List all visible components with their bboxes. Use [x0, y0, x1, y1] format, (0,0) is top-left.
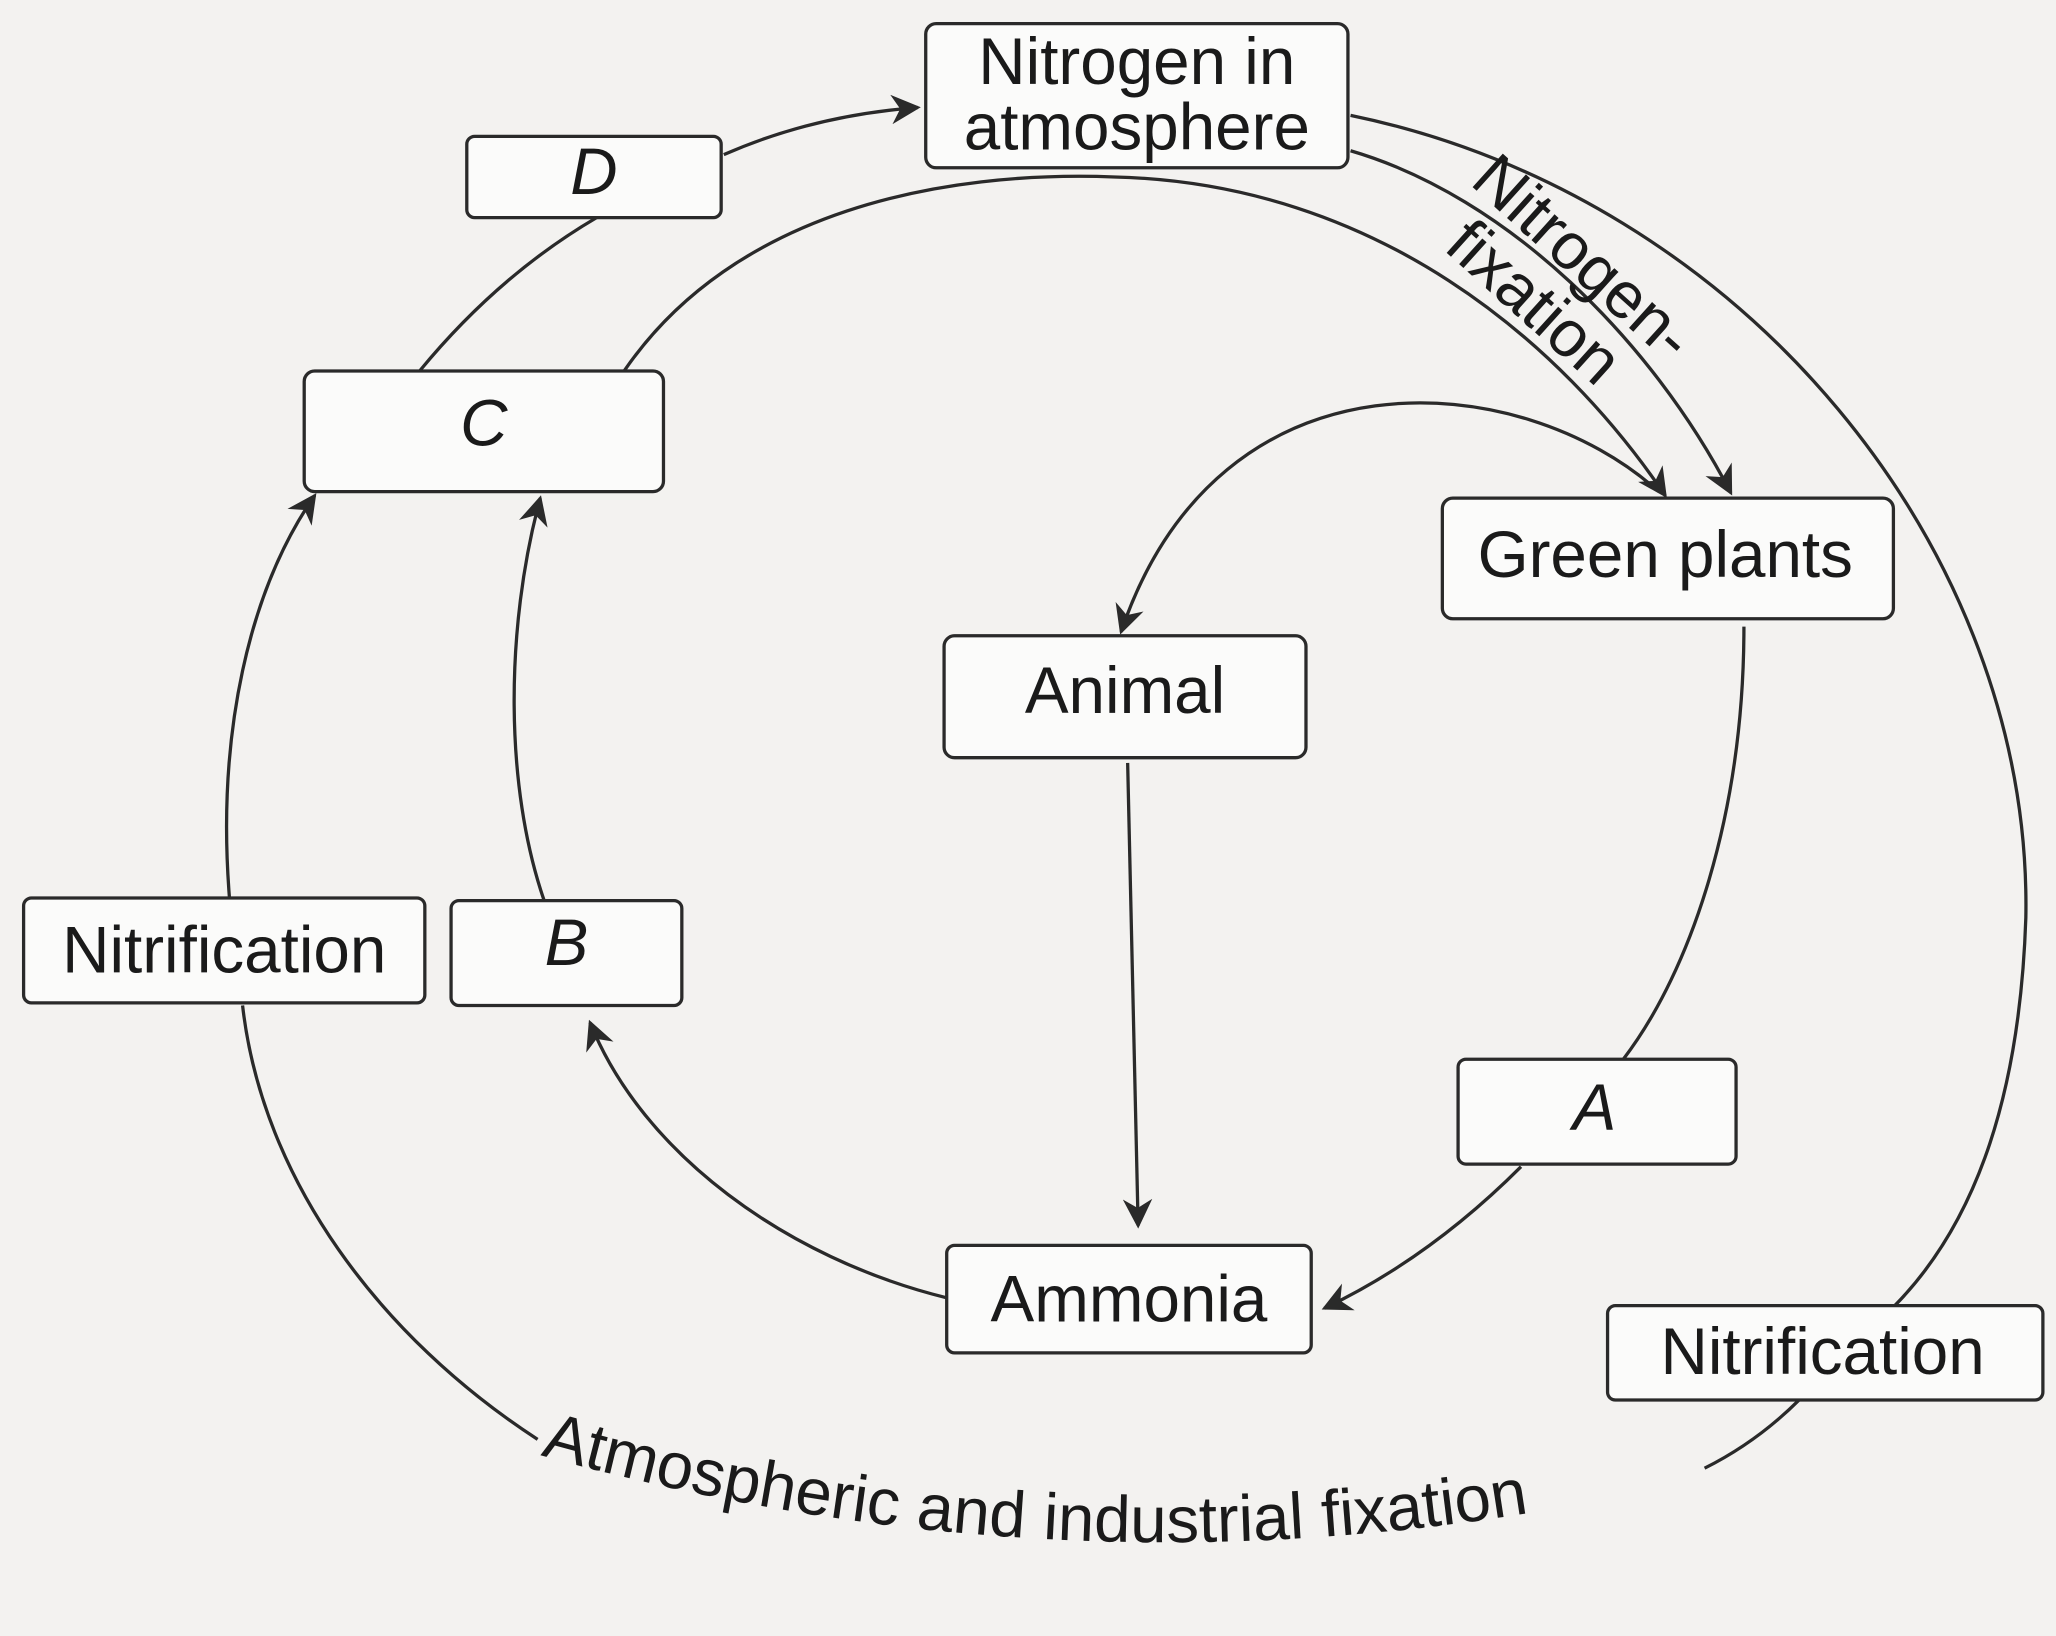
- edge-fixation-to-nitrification-left: [240, 1005, 539, 1441]
- svg-text:C: C: [460, 387, 508, 460]
- edge-green-plants-to-animal: [1115, 401, 1660, 635]
- edge-green-plants-to-a: [1621, 626, 1746, 1061]
- svg-text:atmosphere: atmosphere: [964, 90, 1310, 163]
- svg-text:D: D: [570, 135, 617, 208]
- edge-ammonia-to-b: [586, 1019, 948, 1300]
- node-nitrogen-in-atmosphere: Nitrogen in atmosphere: [924, 21, 1350, 170]
- node-a: A: [1456, 1057, 1738, 1166]
- edge-atmosphere-outer-to-nitrification: [1350, 113, 2028, 1307]
- svg-text:Nitrogen in: Nitrogen in: [978, 25, 1295, 98]
- node-animal: Animal: [942, 634, 1308, 760]
- edge-d-to-atmosphere: [723, 94, 921, 157]
- edge-a-to-ammonia: [1321, 1165, 1523, 1311]
- node-nitrification-left: Nitrification: [21, 896, 427, 1005]
- edge-animal-to-ammonia: [1122, 762, 1153, 1229]
- svg-text:B: B: [545, 906, 589, 979]
- node-green-plants: Green plants: [1440, 496, 1896, 621]
- node-nitrification-right: Nitrification: [1605, 1304, 2045, 1402]
- edge-nitrification-right-to-fixation: [1703, 1398, 1801, 1470]
- edge-atmosphere-to-green-plants: [1350, 149, 1733, 496]
- svg-text:Animal: Animal: [1025, 654, 1225, 727]
- svg-text:Nitrification: Nitrification: [62, 914, 386, 987]
- svg-text:A: A: [1569, 1071, 1617, 1144]
- node-d: D: [465, 134, 723, 220]
- label-atmospheric-industrial-fixation: Atmospheric and industrial fixation: [537, 1398, 1532, 1556]
- edge-nitrification-left-to-c: [224, 493, 317, 899]
- edge-c-to-d: [418, 216, 598, 373]
- svg-text:Nitrification: Nitrification: [1660, 1315, 1984, 1388]
- svg-text:Green plants: Green plants: [1478, 518, 1853, 591]
- edge-c-to-green-plants: [622, 174, 1667, 498]
- node-ammonia: Ammonia: [945, 1243, 1313, 1355]
- edge-b-to-c: [512, 495, 548, 902]
- node-c: C: [302, 369, 666, 494]
- svg-text:Ammonia: Ammonia: [991, 1262, 1268, 1335]
- node-b: B: [449, 898, 684, 1008]
